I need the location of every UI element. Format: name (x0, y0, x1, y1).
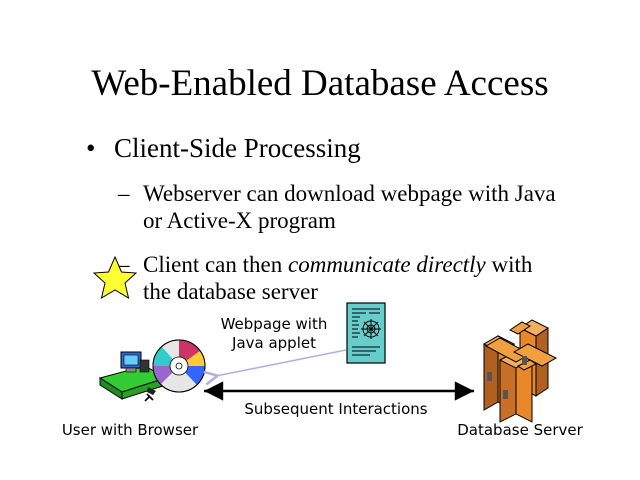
dash-marker: – (118, 252, 130, 277)
sub-bullet-1-line-2: or Active-X program (143, 208, 336, 233)
applet-document-icon (346, 302, 386, 364)
main-bullet: • Client-Side Processing (86, 131, 361, 165)
sub-bullet-1-line-1: Webserver can download webpage with Java (143, 181, 556, 206)
applet-label-line-1: Webpage with (220, 315, 328, 333)
slide-title: Web-Enabled Database Access (91, 63, 549, 104)
sub-bullet-2: – Client can then communicate directly w… (118, 251, 532, 305)
bullet-marker: • (86, 133, 96, 163)
client-label: User with Browser (61, 421, 199, 439)
sub-bullet-2-line-2: the database server (143, 279, 318, 304)
applet-label: Webpage with Java applet (204, 315, 344, 353)
main-bullet-text: Client-Side Processing (114, 133, 361, 163)
sub-bullet-2-line-1: Client can then communicate directly wit… (118, 251, 532, 278)
server-label: Database Server (457, 421, 583, 439)
cd-disc-icon (152, 339, 206, 393)
dash-marker: – (118, 181, 130, 206)
database-server-icon (482, 319, 558, 423)
applet-download-arrow (216, 349, 347, 376)
interaction-label: Subsequent Interactions (244, 400, 428, 418)
applet-label-line-2: Java applet (232, 334, 316, 352)
sub-bullet-2-text-a: Client can then (143, 252, 288, 277)
sub-bullet-2-text-b: with (485, 252, 533, 277)
workstation-icon (98, 351, 168, 402)
sub-bullet-1: – Webserver can download webpage with Ja… (118, 180, 556, 234)
sub-bullet-2-emphasis: communicate directly (288, 252, 486, 277)
